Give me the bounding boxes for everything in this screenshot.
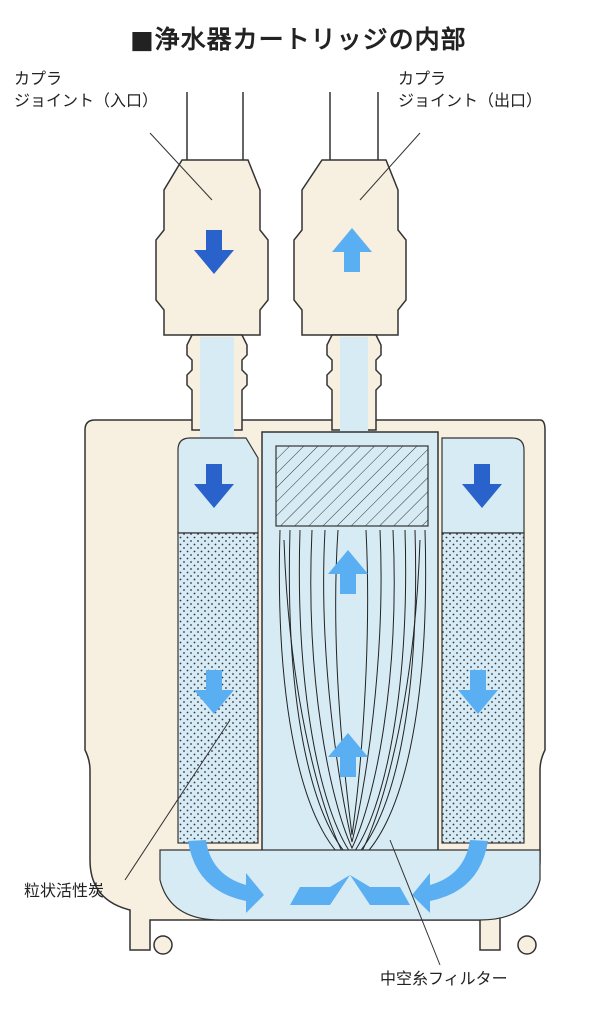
- outflow-arrows: [188, 228, 498, 913]
- inlet-coupler-label: カプラ ジョイント（入口）: [14, 68, 158, 112]
- outlet-tube: [329, 92, 379, 160]
- curved-arrow-right: [412, 840, 488, 913]
- leader-lines: [124, 132, 441, 966]
- inlet-tube: [186, 92, 244, 160]
- outlet-coupler-label: カプラ ジョイント（出口）: [398, 68, 542, 112]
- label-line: カプラ: [14, 69, 63, 88]
- carbon-label: 粒状活性炭: [24, 881, 105, 900]
- o-ring-right: [517, 935, 537, 955]
- label-line: ジョイント（入口）: [14, 91, 159, 110]
- label-line: カプラ: [398, 69, 447, 88]
- curved-arrow-left: [188, 840, 264, 913]
- filter-cap: [275, 445, 429, 527]
- filter-label: 中空糸フィルター: [380, 969, 508, 988]
- label-line: ジョイント（出口）: [398, 91, 543, 110]
- o-ring-left: [153, 935, 173, 955]
- bottom-arrows: [290, 875, 410, 905]
- page-title: ■浄水器カートリッジの内部: [130, 25, 467, 54]
